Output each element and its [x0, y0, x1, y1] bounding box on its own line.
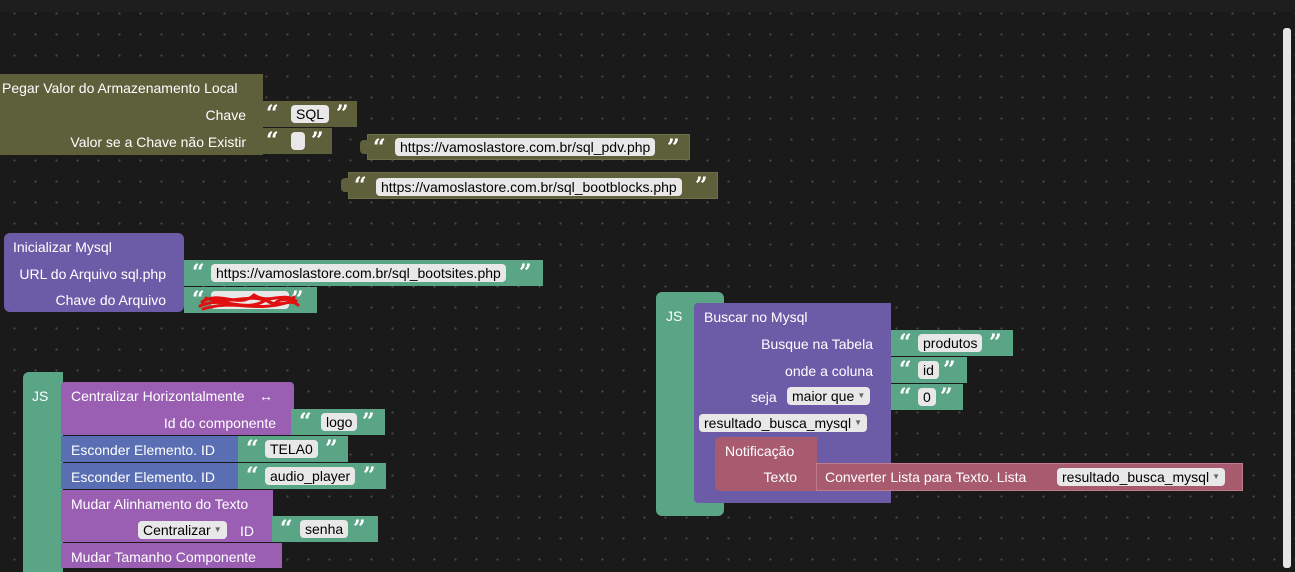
mysql-search-title: Buscar no Mysql: [704, 309, 808, 325]
list-variable-value: resultado_busca_mysql: [1062, 469, 1210, 485]
close-quote-icon: ”: [362, 409, 375, 435]
storage-key-field[interactable]: SQL: [291, 105, 330, 123]
get-local-storage-block[interactable]: Pegar Valor do Armazenamento Local Chave…: [0, 74, 263, 155]
center-id-string-block[interactable]: “ logo ”: [291, 409, 385, 435]
center-block-title: Centralizar Horizontalmente: [71, 388, 245, 404]
text-align-title: Mudar Alinhamento do Texto: [71, 496, 249, 512]
hide-id-string-block-2[interactable]: “ audio_player ”: [238, 463, 386, 489]
open-quote-icon: “: [899, 330, 912, 356]
center-id-field[interactable]: logo: [321, 413, 358, 431]
center-horizontally-block[interactable]: Centralizar Horizontalmente ↔ Id do comp…: [61, 382, 294, 435]
close-quote-icon: ”: [519, 260, 532, 286]
storage-default-field[interactable]: [291, 132, 305, 150]
align-id-field[interactable]: senha: [300, 520, 349, 538]
loose-string-field-pdv[interactable]: https://vamoslastore.com.br/sql_pdv.php: [395, 138, 656, 156]
redaction-scribble-icon: [198, 293, 300, 311]
notification-text-label: Texto: [763, 469, 797, 485]
operator-value: maior que: [792, 388, 855, 404]
close-quote-icon: ”: [943, 357, 956, 383]
top-toolbar-strip: [0, 0, 1295, 12]
hide-element-block-1[interactable]: Esconder Elemento. ID: [61, 436, 239, 462]
open-quote-icon: “: [266, 101, 279, 127]
compare-value-string-block[interactable]: “ 0 ”: [891, 384, 963, 410]
hide-element-label-2: Esconder Elemento. ID: [71, 469, 215, 485]
hide-id-field-2[interactable]: audio_player: [265, 467, 356, 485]
mysql-key-label: Chave do Arquivo: [55, 292, 166, 308]
result-variable-value: resultado_busca_mysql: [704, 415, 852, 431]
loose-string-block-bootblocks[interactable]: “ https://vamoslastore.com.br/sql_bootbl…: [348, 172, 718, 199]
storage-default-string-block[interactable]: “ ”: [261, 128, 332, 154]
close-quote-icon: ”: [353, 516, 366, 542]
close-quote-icon: ”: [325, 436, 338, 462]
hide-element-label-1: Esconder Elemento. ID: [71, 442, 215, 458]
close-quote-icon: ”: [291, 287, 304, 313]
list-to-text-label: Converter Lista para Texto. Lista: [825, 469, 1027, 485]
storage-key-label: Chave: [205, 107, 246, 123]
search-column-label: onde a coluna: [785, 363, 873, 379]
mysql-url-string-block[interactable]: “ https://vamoslastore.com.br/sql_bootsi…: [184, 260, 543, 286]
js-badge-left: JS: [32, 388, 49, 404]
search-is-label: seja: [751, 389, 777, 405]
loose-string-field-bootblocks[interactable]: https://vamoslastore.com.br/sql_bootbloc…: [376, 178, 682, 196]
open-quote-icon: “: [246, 463, 259, 489]
open-quote-icon: “: [899, 384, 912, 410]
close-quote-icon: ”: [695, 173, 708, 199]
storage-default-label: Valor se a Chave não Existir: [70, 134, 246, 150]
search-table-field[interactable]: produtos: [918, 334, 983, 352]
result-variable-dropdown[interactable]: resultado_busca_mysql▼: [699, 414, 868, 432]
open-quote-icon: “: [373, 135, 386, 161]
operator-dropdown[interactable]: maior que▼: [787, 387, 871, 405]
open-quote-icon: “: [266, 128, 279, 154]
close-quote-icon: ”: [989, 330, 1002, 356]
notification-block[interactable]: Notificação Texto: [715, 437, 817, 491]
close-quote-icon: ”: [336, 101, 349, 127]
loose-string-block-pdv[interactable]: “ https://vamoslastore.com.br/sql_pdv.ph…: [367, 134, 690, 160]
align-option-dropdown[interactable]: Centralizar▼: [138, 521, 227, 539]
align-id-string-block[interactable]: “ senha ”: [272, 516, 378, 542]
js-container-left[interactable]: JS: [23, 372, 63, 572]
list-variable-dropdown[interactable]: resultado_busca_mysql▼: [1057, 468, 1226, 486]
search-table-string-block[interactable]: “ produtos ”: [891, 330, 1013, 356]
text-align-block[interactable]: Mudar Alinhamento do Texto Centralizar▼ …: [61, 490, 273, 542]
open-quote-icon: “: [299, 409, 312, 435]
search-column-field[interactable]: id: [918, 361, 939, 379]
dropdown-arrow-icon: ▼: [857, 391, 866, 400]
open-quote-icon: “: [246, 436, 259, 462]
hide-element-block-2[interactable]: Esconder Elemento. ID: [61, 463, 239, 489]
horizontal-arrows-icon: ↔: [259, 388, 273, 404]
open-quote-icon: “: [280, 516, 293, 542]
search-column-string-block[interactable]: “ id ”: [891, 357, 967, 383]
search-table-label: Busque na Tabela: [761, 336, 873, 352]
dropdown-arrow-icon: ▼: [1212, 472, 1221, 481]
resize-component-block[interactable]: Mudar Tamanho Componente: [61, 543, 282, 568]
mysql-url-field[interactable]: https://vamoslastore.com.br/sql_bootsite…: [211, 264, 506, 282]
close-quote-icon: ”: [667, 135, 680, 161]
close-quote-icon: ”: [940, 384, 953, 410]
output-connector: [341, 178, 349, 192]
storage-key-string-block[interactable]: “ SQL ”: [261, 101, 357, 127]
close-quote-icon: ”: [311, 128, 324, 154]
js-badge-right: JS: [666, 308, 683, 324]
mysql-init-title: Inicializar Mysql: [13, 239, 112, 255]
mysql-init-block[interactable]: Inicializar Mysql URL do Arquivo sql.php…: [4, 233, 184, 312]
dropdown-arrow-icon: ▼: [213, 525, 222, 534]
align-id-label: ID: [240, 523, 254, 539]
output-connector: [360, 140, 368, 154]
workspace-scrollbar[interactable]: [1283, 28, 1291, 568]
hide-id-field-1[interactable]: TELA0: [265, 440, 318, 458]
center-id-label: Id do componente: [163, 415, 276, 431]
storage-block-title: Pegar Valor do Armazenamento Local: [2, 80, 238, 96]
open-quote-icon: “: [354, 173, 367, 199]
close-quote-icon: ”: [363, 463, 376, 489]
notification-title: Notificação: [725, 443, 795, 459]
list-to-text-block[interactable]: Converter Lista para Texto. Lista result…: [816, 463, 1243, 491]
hide-id-string-block-1[interactable]: “ TELA0 ”: [238, 436, 348, 462]
open-quote-icon: “: [899, 357, 912, 383]
open-quote-icon: “: [192, 260, 205, 286]
resize-component-title: Mudar Tamanho Componente: [71, 549, 256, 565]
mysql-url-label: URL do Arquivo sql.php: [19, 266, 166, 282]
dropdown-arrow-icon: ▼: [854, 418, 863, 427]
compare-value-field[interactable]: 0: [918, 388, 936, 406]
align-option-value: Centralizar: [143, 522, 211, 538]
